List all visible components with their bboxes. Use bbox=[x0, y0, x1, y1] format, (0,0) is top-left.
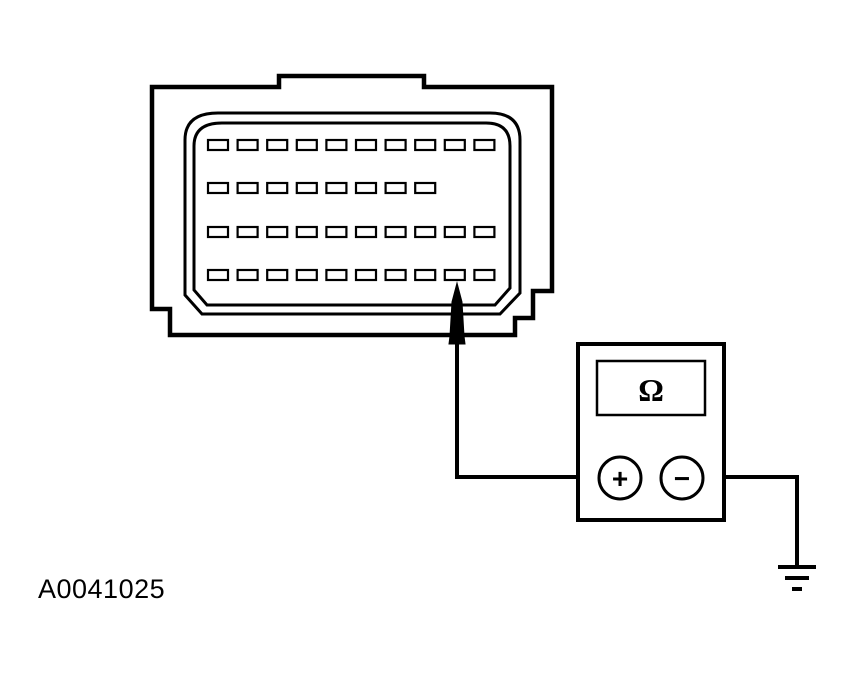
connector-face-outer bbox=[183, 111, 522, 316]
pin-cavity bbox=[295, 181, 318, 195]
pin-cavity bbox=[414, 138, 437, 152]
connector-housing bbox=[149, 73, 555, 338]
pin-cavity bbox=[384, 181, 407, 195]
pin-cavity bbox=[266, 225, 289, 239]
pin-cavity bbox=[236, 225, 259, 239]
positive-terminal-label: + bbox=[612, 463, 628, 494]
figure-id-label: A0041025 bbox=[38, 574, 166, 604]
pin-cavity bbox=[443, 225, 466, 239]
pin-cavity bbox=[206, 138, 230, 152]
pin-cavity bbox=[295, 268, 318, 282]
pin-cavity bbox=[295, 138, 318, 152]
pin-cavity bbox=[354, 138, 378, 152]
ohmmeter-display bbox=[595, 359, 707, 417]
pin-cavity bbox=[236, 181, 259, 195]
probe-tip-icon bbox=[448, 281, 466, 345]
negative-terminal: − bbox=[659, 455, 705, 501]
ground-wire bbox=[704, 475, 799, 566]
pin-cavity bbox=[384, 225, 407, 239]
connector-face-inner bbox=[192, 121, 512, 307]
pin-cavity bbox=[473, 268, 496, 282]
pin-cavity bbox=[325, 268, 348, 282]
pin-cavities bbox=[206, 138, 496, 282]
pin-cavity bbox=[266, 181, 289, 195]
ground-symbol-icon bbox=[778, 565, 816, 591]
pin-cavity bbox=[354, 268, 378, 282]
pin-cavity bbox=[473, 225, 496, 239]
pin-cavity bbox=[236, 138, 259, 152]
pin-cavity bbox=[354, 181, 378, 195]
positive-terminal: + bbox=[597, 455, 643, 501]
pin-cavity bbox=[384, 138, 407, 152]
pin-cavity bbox=[414, 268, 437, 282]
pin-cavity bbox=[206, 181, 230, 195]
pin-cavity bbox=[414, 225, 437, 239]
pin-cavity bbox=[325, 225, 348, 239]
pin-cavity bbox=[443, 268, 466, 282]
pin-cavity bbox=[325, 138, 348, 152]
pin-cavity bbox=[473, 138, 496, 152]
pin-cavity bbox=[206, 225, 230, 239]
pin-cavity bbox=[236, 268, 259, 282]
ohm-symbol: Ω bbox=[638, 372, 664, 408]
pin-cavity bbox=[325, 181, 348, 195]
pin-cavity bbox=[384, 268, 407, 282]
pin-cavity bbox=[443, 138, 466, 152]
pin-cavity bbox=[354, 225, 378, 239]
pin-cavity bbox=[206, 268, 230, 282]
probe-wire bbox=[455, 343, 598, 479]
pin-cavity bbox=[295, 225, 318, 239]
pin-cavity bbox=[414, 181, 437, 195]
pin-cavity bbox=[266, 268, 289, 282]
pin-cavity bbox=[266, 138, 289, 152]
negative-terminal-label: − bbox=[674, 463, 690, 494]
